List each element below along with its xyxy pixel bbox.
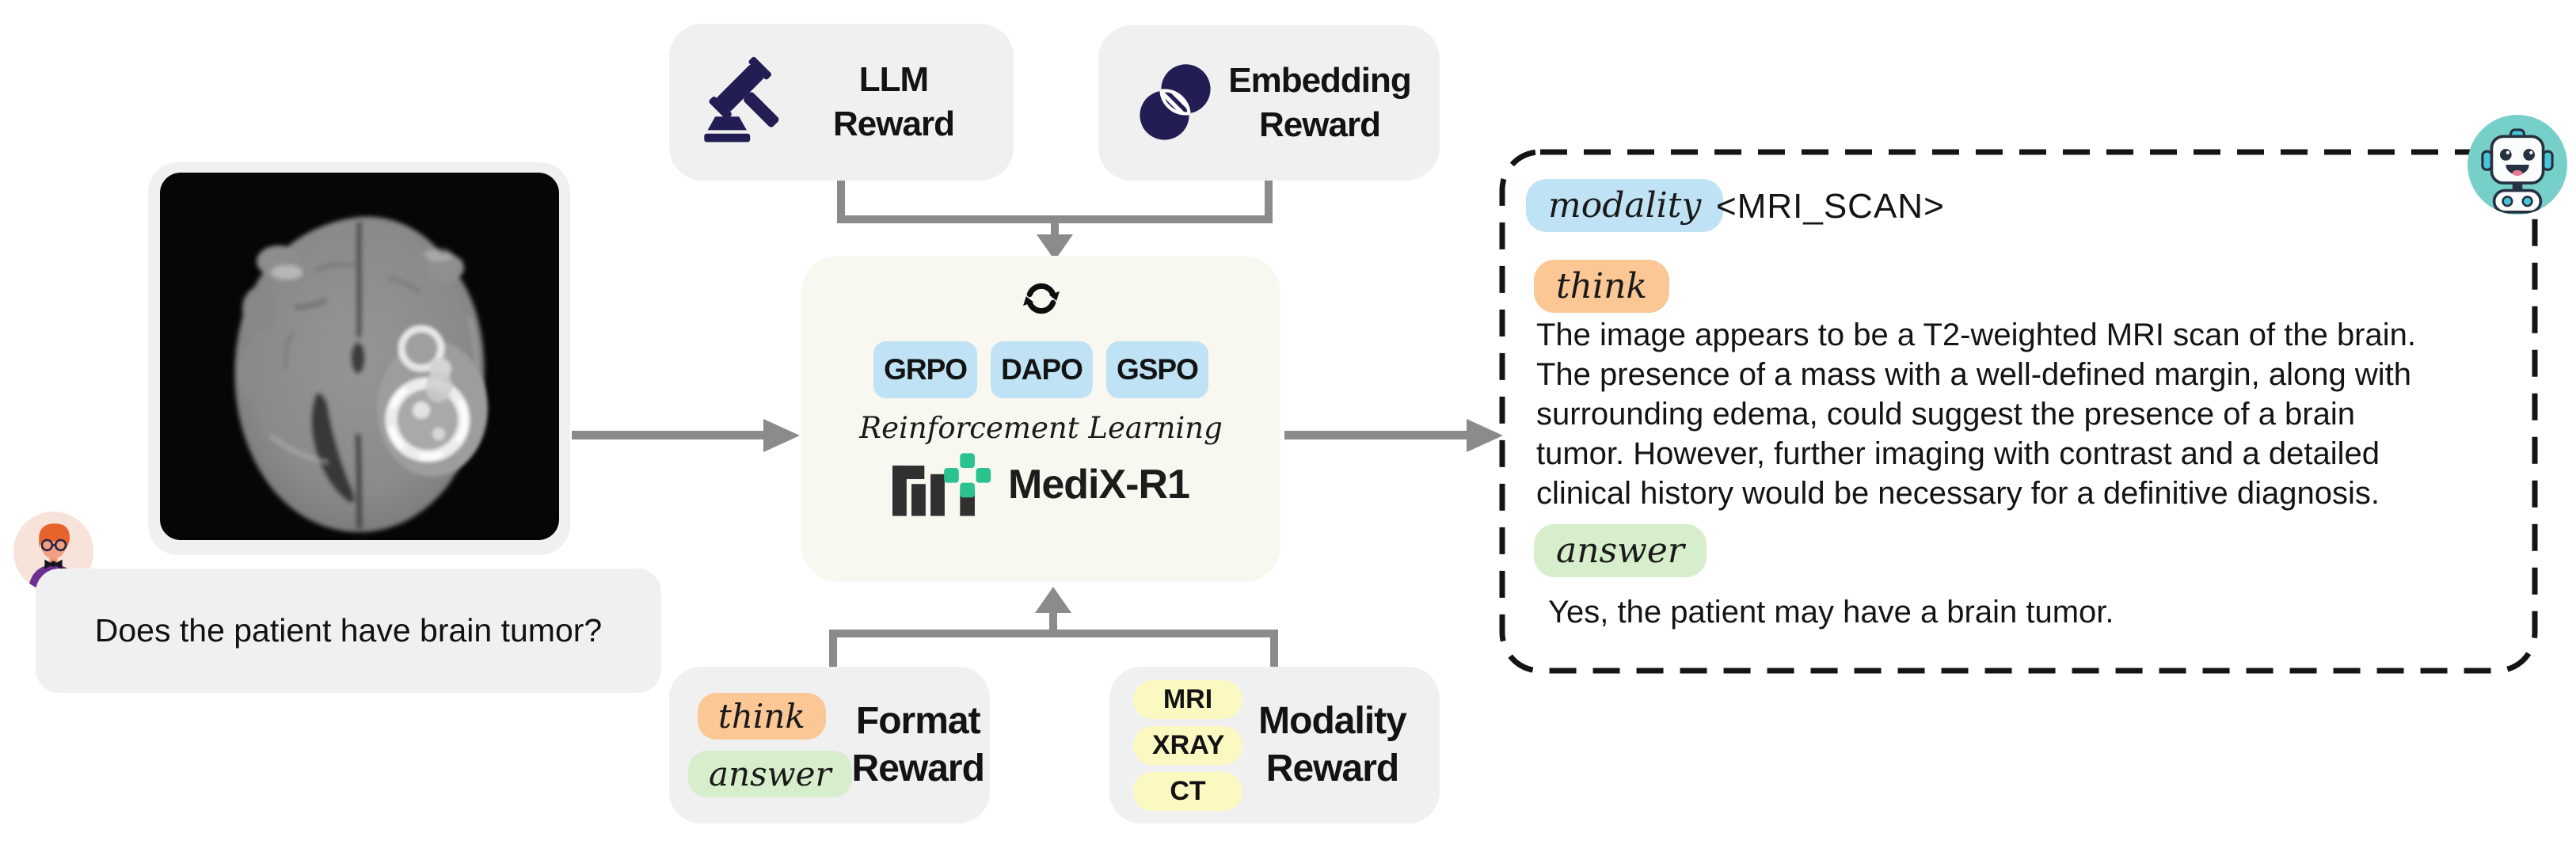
connector-bottom-horizontal bbox=[829, 630, 1278, 637]
flow-arrow-output-icon bbox=[1467, 419, 1503, 452]
algorithm-badges: GRPO DAPO GSPO bbox=[873, 341, 1208, 398]
think-line-3: surrounding edema, could suggest the pre… bbox=[1536, 397, 2356, 432]
arrow-into-policy-bottom-icon bbox=[1035, 587, 1071, 613]
think-line-1: The image appears to be a T2-weighted MR… bbox=[1536, 318, 2416, 352]
gavel-icon bbox=[704, 56, 779, 143]
answer-tag-badge: answer bbox=[688, 751, 852, 797]
llm-reward-line2: Reward bbox=[833, 105, 955, 143]
modality-reward-card: MRI XRAY CT Modality Reward bbox=[1109, 667, 1440, 824]
connector-top-horizontal bbox=[837, 215, 1273, 223]
ct-badge: CT bbox=[1133, 771, 1242, 811]
llm-reward-line1: LLM bbox=[858, 60, 929, 99]
modality-reward-line1: Modality bbox=[1258, 700, 1407, 742]
flow-arrow-output-body bbox=[1284, 431, 1468, 439]
modality-reward-title: Modality Reward bbox=[1242, 698, 1422, 793]
brain-mri-image bbox=[160, 173, 559, 540]
think-line-2: The presence of a mass with a well-defin… bbox=[1536, 357, 2411, 392]
format-reward-line2: Reward bbox=[851, 748, 985, 789]
llm-reward-card: LLM Reward bbox=[669, 24, 1014, 181]
think-line-4: tumor. However, further imaging with con… bbox=[1536, 436, 2380, 471]
flow-arrow-input-icon bbox=[763, 419, 800, 452]
embedding-reward-line1: Embedding bbox=[1228, 61, 1412, 100]
mri-badge: MRI bbox=[1133, 679, 1242, 719]
output-think-badge: think bbox=[1534, 260, 1670, 313]
xray-badge: XRAY bbox=[1133, 725, 1242, 765]
cycle-arrows-icon bbox=[1022, 283, 1060, 314]
think-paragraph: The image appears to be a T2-weighted MR… bbox=[1536, 315, 2487, 513]
connector-bottom-stem bbox=[1049, 611, 1057, 633]
model-name: MediX-R1 bbox=[1008, 462, 1190, 508]
connector-embedding-down bbox=[1265, 181, 1273, 219]
connector-modality-up bbox=[1270, 637, 1278, 667]
connector-llm-down bbox=[837, 181, 845, 219]
algo-badge-dapo: DAPO bbox=[991, 341, 1093, 398]
embedding-reward-line2: Reward bbox=[1259, 105, 1381, 144]
format-reward-card: think answer Format Reward bbox=[669, 667, 990, 824]
format-reward-badges: think answer bbox=[688, 693, 852, 797]
venn-overlap-icon bbox=[1140, 64, 1211, 140]
think-tag-badge: think bbox=[698, 693, 826, 740]
flow-arrow-input-body bbox=[572, 431, 765, 439]
embedding-reward-title: Embedding Reward bbox=[1220, 59, 1419, 147]
answer-text: Yes, the patient may have a brain tumor. bbox=[1548, 595, 2114, 630]
policy-training-box: GRPO DAPO GSPO Reinforcement Learning bbox=[801, 256, 1280, 582]
llm-reward-title: LLM Reward bbox=[794, 58, 993, 146]
user-question-text: Does the patient have brain tumor? bbox=[94, 612, 603, 649]
connector-top-stem bbox=[1051, 223, 1059, 236]
medix-logo-mark bbox=[892, 453, 991, 516]
connector-format-up bbox=[829, 637, 837, 667]
model-logo-row: MediX-R1 bbox=[892, 453, 1190, 516]
mri-input-card bbox=[148, 162, 570, 555]
algo-badge-gspo: GSPO bbox=[1105, 341, 1208, 398]
modality-reward-badges: MRI XRAY CT bbox=[1133, 679, 1242, 811]
robot-avatar-icon bbox=[2468, 115, 2567, 215]
modality-tag-badge: modality bbox=[1526, 179, 1724, 232]
user-question-bubble: Does the patient have brain tumor? bbox=[36, 569, 661, 693]
output-panel-border bbox=[1499, 149, 2538, 674]
rl-subtitle: Reinforcement Learning bbox=[859, 411, 1223, 445]
think-line-5: clinical history would be necessary for … bbox=[1536, 476, 2380, 511]
embedding-reward-card: Embedding Reward bbox=[1098, 25, 1440, 181]
format-reward-title: Format Reward bbox=[851, 698, 985, 793]
format-reward-line1: Format bbox=[855, 700, 981, 742]
modality-value: <MRI_SCAN> bbox=[1716, 187, 1945, 226]
algo-badge-grpo: GRPO bbox=[873, 341, 978, 398]
modality-reward-line2: Reward bbox=[1265, 748, 1399, 789]
output-answer-badge: answer bbox=[1534, 524, 1707, 577]
